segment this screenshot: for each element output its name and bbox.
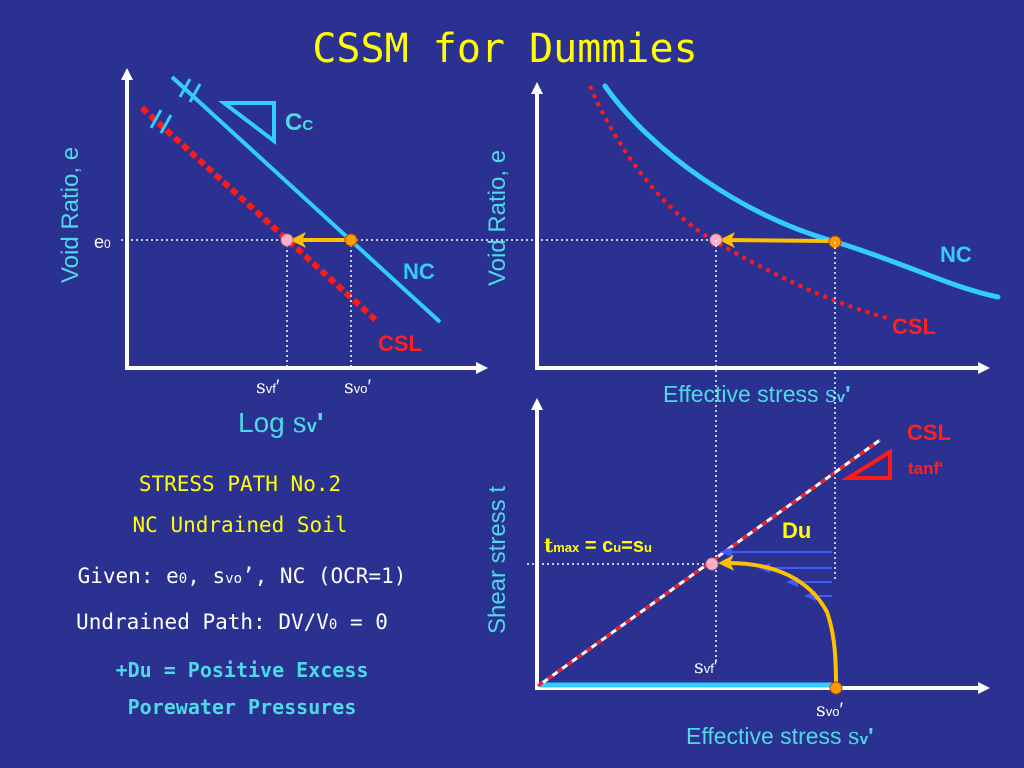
tr-csl-label: CSL	[892, 314, 936, 339]
tl-e0-label: e0	[94, 232, 111, 252]
panel-void-ratio-stress: Void Ratio, e NC CSL Effective stress sv…	[484, 82, 1001, 408]
panel-shear-stress: Shear stress t CSL tanf' Du tmax = cu=su…	[484, 240, 990, 750]
br-tmax-label: tmax = cu=su	[544, 533, 652, 557]
tl-nc-line	[170, 75, 442, 324]
desc-line-3: Given: e0, svo’, NC (OCR=1)	[78, 564, 407, 588]
tl-parallel-mark-csl-1	[149, 109, 163, 129]
br-final-state-marker	[705, 557, 719, 571]
br-du-label: Du	[782, 518, 811, 543]
br-svo-label: svo′	[816, 699, 844, 721]
tr-x-axis-label: Effective stress sv'	[663, 381, 851, 408]
tr-nc-label: NC	[940, 242, 972, 267]
br-initial-state-marker	[829, 681, 843, 695]
desc-line-5: +Du = Positive Excess	[116, 658, 369, 682]
tl-initial-state-marker	[344, 233, 358, 247]
tl-svo-label: svo′	[344, 376, 372, 398]
tl-cc-slope-triangle	[218, 101, 276, 146]
tl-csl-line	[139, 105, 381, 325]
tl-parallel-mark-csl-2	[159, 114, 173, 134]
tl-final-state-marker	[280, 233, 294, 247]
panel-void-ratio-log-stress: CC e0 Void Ratio, e NC CSL svf′ svo′ Log…	[57, 68, 836, 439]
stress-path-description: STRESS PATH No.2 NC Undrained Soil Given…	[76, 472, 406, 719]
br-tan-phi-triangle	[840, 448, 892, 480]
br-svf-label: svf′	[694, 656, 718, 678]
br-x-axis-label: Effective stress sv'	[686, 723, 874, 750]
tl-parallel-mark-nc-1	[178, 78, 192, 98]
tl-y-axis-label: Void Ratio, e	[57, 147, 84, 283]
tl-svf-label: svf′	[256, 376, 280, 398]
page-title: CSSM for Dummies	[312, 26, 697, 72]
br-csl-line-red	[537, 438, 881, 688]
tl-csl-label: CSL	[378, 331, 422, 356]
br-tan-phi-label: tanf'	[908, 459, 943, 478]
tl-nc-label: NC	[403, 259, 435, 284]
tl-cc-label: CC	[285, 109, 313, 136]
desc-line-1: STRESS PATH No.2	[139, 472, 341, 496]
tl-x-axis-label: Log sv'	[238, 406, 324, 439]
desc-line-6: Porewater Pressures	[128, 695, 357, 719]
tr-path-arrow	[719, 232, 833, 249]
br-y-axis-label: Shear stress t	[484, 486, 511, 634]
tl-parallel-mark-nc-2	[188, 83, 202, 103]
br-stress-path-curve	[718, 554, 838, 685]
br-csl-label: CSL	[907, 420, 951, 445]
desc-line-2: NC Undrained Soil	[133, 513, 348, 537]
tr-y-axis-label: Void Ratio, e	[484, 150, 511, 286]
desc-line-4: Undrained Path: DV/V0 = 0	[76, 610, 388, 634]
